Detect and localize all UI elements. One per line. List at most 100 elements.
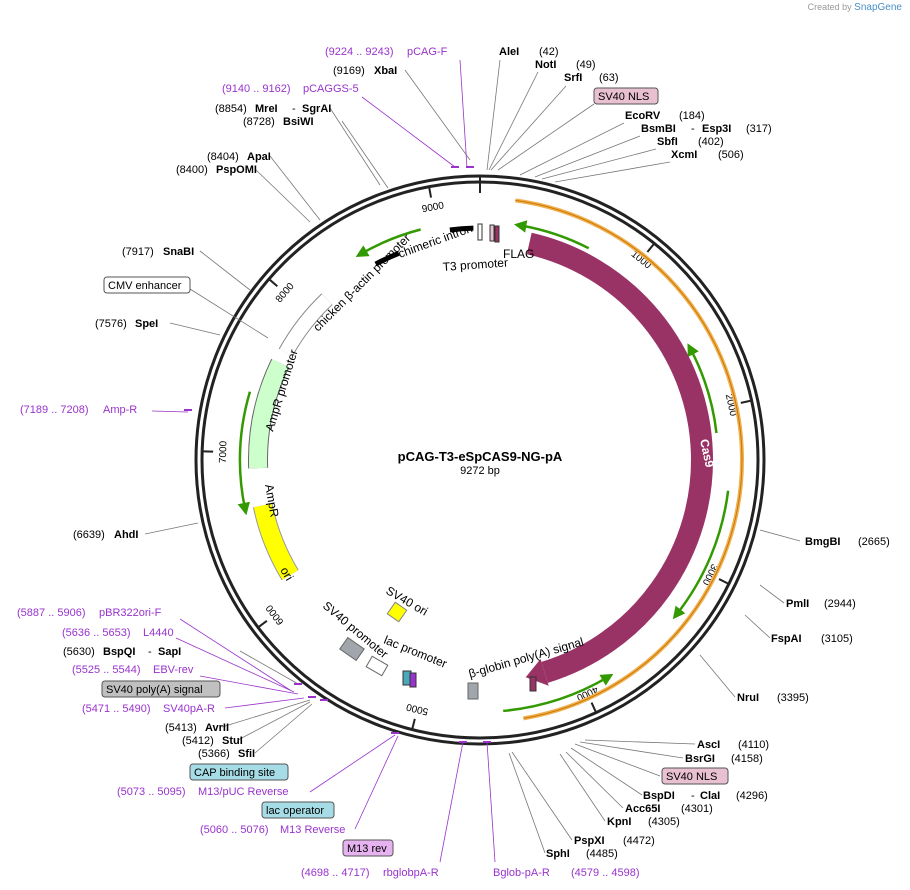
primer-range: (5887 .. 5906): [17, 607, 86, 619]
enzyme-pos: (3395): [777, 692, 809, 704]
leader-lines: [144, 59, 801, 863]
leader-line: [534, 135, 641, 178]
box-sv40-nls-top: [593, 87, 659, 105]
ori-feature: [253, 503, 298, 580]
primer-name: SV40pA-R: [163, 703, 215, 715]
primer-range: (9224 .. 9243): [325, 46, 394, 58]
enzyme-name: AscI: [697, 739, 720, 751]
cas9-feature: [526, 232, 713, 683]
tick-mark: [718, 578, 729, 585]
enzyme-pos: (63): [599, 72, 619, 84]
enzyme-labels-bottom-left: (5630) BspQI - SapI (5413) AvrII (5412) …: [63, 646, 255, 760]
leader-line: [239, 650, 301, 686]
enzyme-pos: (8404): [207, 151, 239, 163]
enzyme-name: SrfI: [564, 72, 582, 84]
enzyme-name: SpeI: [135, 318, 158, 330]
enzyme-name: SbfI: [657, 136, 678, 148]
primer-labels: (9224 .. 9243) pCAG-F (9140 .. 9162) pCA…: [17, 46, 640, 879]
tick-mark: [646, 243, 655, 253]
primer-range: (5525 .. 5544): [72, 664, 141, 676]
primer-name: Bglob-pA-R: [493, 867, 550, 879]
enzyme-name: MreI: [255, 103, 278, 115]
enzyme-pos: (184): [679, 110, 705, 122]
enzyme-pos: (5366): [198, 748, 230, 760]
enzyme-name: SfiI: [238, 748, 255, 760]
enzyme-name: PspOMI: [216, 164, 257, 176]
enzyme-pos: (5412): [182, 735, 214, 747]
leader-line: [144, 522, 199, 535]
enzyme-labels-left: (7917) SnaBI (7576) SpeI (6639) AhdI: [73, 246, 194, 541]
tick-mark: [258, 620, 268, 628]
feature-label-t3-promoter: T3 promoter: [442, 255, 508, 274]
primer-leader-line: [309, 734, 396, 793]
tick-mark: [269, 278, 278, 287]
enzyme-name: SnaBI: [163, 246, 194, 258]
svg-text:-: -: [691, 123, 695, 135]
snapgene-logo: SnapGene: [854, 2, 902, 13]
enzyme-pos: (8854): [215, 103, 247, 115]
enzyme-labels-right: BmgBI (2665) PmlI (2944) FspAI (3105) Nr…: [737, 536, 890, 704]
box-m13-rev: [342, 839, 394, 857]
enzyme-pos: (6639): [73, 529, 105, 541]
enzyme-name: NotI: [535, 59, 556, 71]
leader-line: [570, 747, 643, 796]
feature-label-chicken-actin: chicken β-actin promoter: [310, 231, 413, 334]
enzyme-name: BsrGI: [685, 753, 715, 765]
ampr-arrow: [237, 391, 252, 516]
enzyme-name: EcoRV: [625, 110, 661, 122]
enzyme-pos: (5413): [165, 722, 197, 734]
plasmid-size: 9272 bp: [460, 465, 500, 477]
enzyme-labels-top-left: (9169) XbaI (8854) MreI - SgrAI (8728) B…: [176, 65, 397, 176]
leader-line: [574, 743, 661, 777]
box-label: M13 rev: [347, 843, 387, 855]
boxed-labels: SV40 NLS CMV enhancer SV40 poly(A) signa…: [101, 87, 729, 857]
primer-leader-line: [199, 675, 299, 695]
enzyme-pos: (506): [718, 149, 744, 161]
leader-line: [221, 699, 311, 728]
primer-range: (5060 .. 5076): [200, 824, 269, 836]
primer-name: pCAGGS-5: [303, 83, 359, 95]
chimeric-intron-bar: [449, 225, 474, 233]
primer-range: (9140 .. 9162): [222, 83, 291, 95]
primer-leader-line: [224, 697, 305, 709]
cmv-feature: [279, 294, 332, 356]
enzyme-pos: (2944): [824, 598, 856, 610]
box-label: SV40 NLS: [598, 91, 649, 103]
enzyme-name: StuI: [222, 735, 243, 747]
tick-mark: [590, 702, 597, 713]
primer-range: (5636 .. 5653): [62, 627, 131, 639]
enzyme-name: XbaI: [374, 65, 397, 77]
enzyme-name: ApaI: [247, 151, 271, 163]
enzyme-pos: (9169): [333, 65, 365, 77]
tick-label: 8000: [274, 281, 297, 305]
enzyme-name: KpnI: [607, 816, 631, 828]
orf-arrow-bottom: [503, 673, 614, 713]
leader-line: [699, 654, 736, 698]
primer-range: (5073 .. 5095): [117, 786, 186, 798]
leader-line: [486, 59, 501, 171]
leader-line: [554, 161, 671, 183]
feature-label-ori: ori: [277, 565, 296, 584]
leader-line: [519, 122, 625, 176]
enzyme-name: NruI: [737, 692, 759, 704]
sv40-ori-block: [386, 601, 408, 623]
box-label: CAP binding site: [194, 767, 275, 779]
leader-line: [565, 751, 624, 809]
primer-name: pCAG-F: [407, 46, 448, 58]
primer-leader-line: [175, 637, 295, 693]
leader-line: [254, 168, 311, 223]
primer-name: L4440: [143, 627, 174, 639]
primer-name: pBR322ori-F: [99, 607, 162, 619]
enzyme-pos: (8400): [176, 164, 208, 176]
lac-promoter-block: [365, 655, 389, 677]
orf-arc-line: [515, 199, 743, 719]
primer-range: (5471 .. 5490): [82, 703, 151, 715]
t3-mark: [477, 223, 483, 241]
enzyme-name: BspQI: [103, 646, 135, 658]
orf-arrow-top: [513, 220, 590, 250]
snapgene-credit: Created by SnapGene: [808, 2, 902, 13]
primer-leader-line: [439, 741, 464, 863]
leader-line: [189, 288, 269, 339]
primer-leader-line: [459, 59, 468, 169]
enzyme-pos: (4110): [738, 739, 769, 751]
